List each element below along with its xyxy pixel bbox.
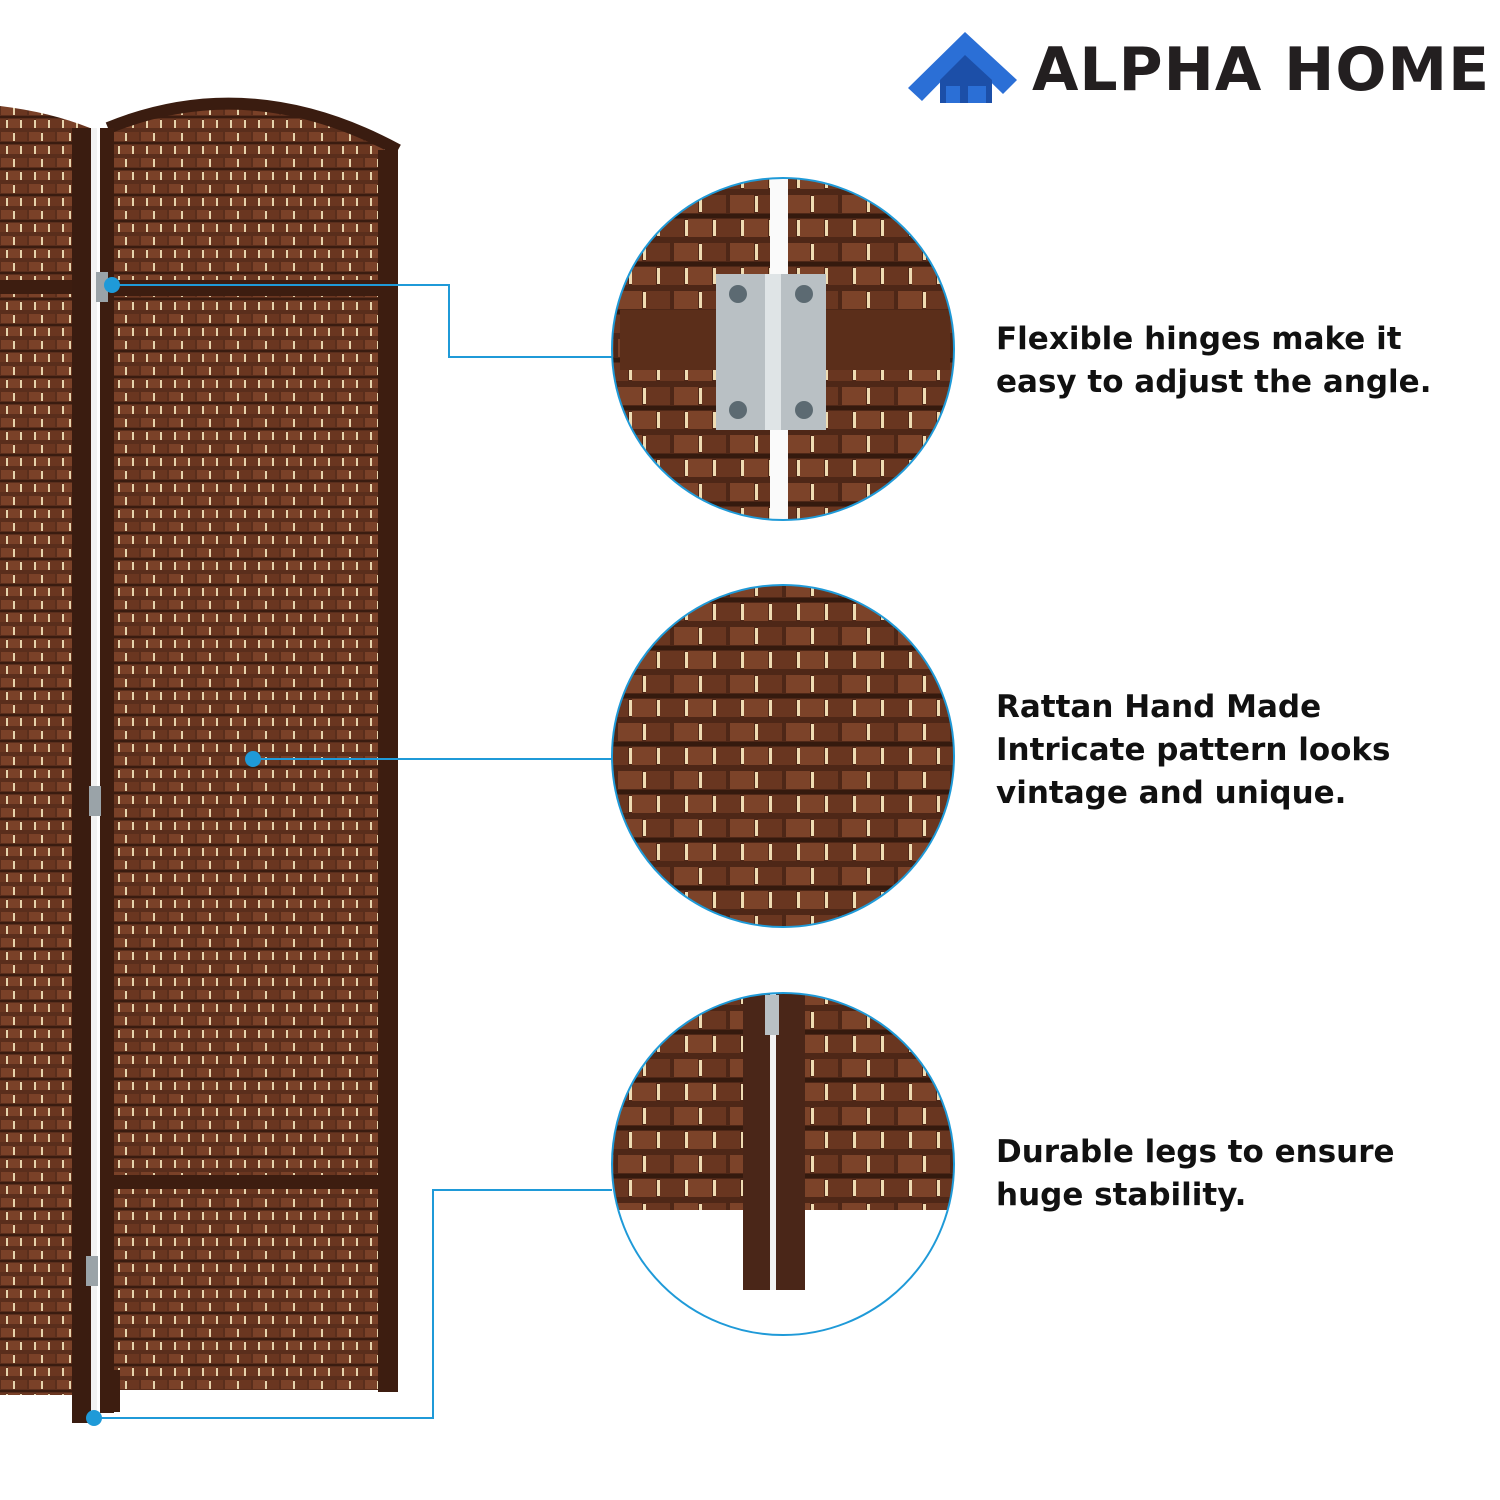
- brand-name: ALPHA HOME: [1032, 35, 1491, 105]
- main-panel: [86, 97, 401, 1413]
- callout-dot-weave: [245, 751, 261, 767]
- hinge-icon: [86, 1256, 98, 1286]
- callout-dot-legs: [86, 1410, 102, 1426]
- feature-line: easy to adjust the angle.: [996, 364, 1432, 400]
- legs-closeup: [611, 992, 955, 1336]
- hinge-closeup: [611, 177, 955, 521]
- house-icon: [908, 32, 1017, 103]
- feature-line: Intricate pattern looks: [996, 732, 1391, 768]
- hinge-icon: [96, 272, 108, 302]
- feature-legs: Durable legs to ensure huge stability.: [996, 1131, 1466, 1217]
- callout-lines: [94, 284, 612, 1419]
- feature-line: huge stability.: [996, 1177, 1247, 1213]
- feature-rattan: Rattan Hand Made Intricate pattern looks…: [996, 686, 1466, 815]
- feature-line: Durable legs to ensure: [996, 1134, 1395, 1170]
- feature-line: vintage and unique.: [996, 775, 1347, 811]
- hinge-icon: [89, 786, 101, 816]
- feature-hinges: Flexible hinges make it easy to adjust t…: [996, 318, 1466, 404]
- feature-line: Rattan Hand Made: [996, 689, 1322, 725]
- feature-line: Flexible hinges make it: [996, 321, 1402, 357]
- callout-dots: [86, 277, 261, 1426]
- weave-closeup: [611, 584, 955, 928]
- left-panel: [0, 106, 96, 1423]
- callout-dot-hinge: [104, 277, 120, 293]
